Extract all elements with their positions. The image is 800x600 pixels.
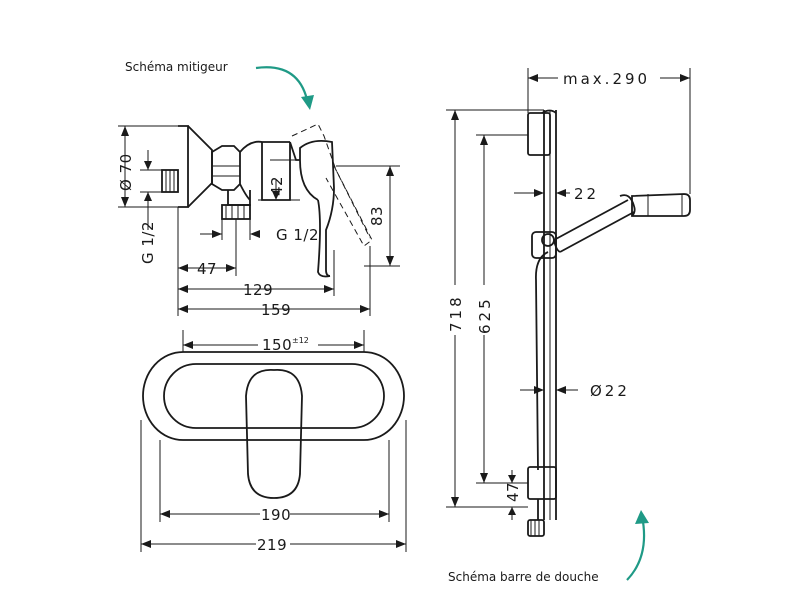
mixer-front-dimensions [140, 330, 407, 552]
dim-depth-129: 129 [243, 281, 273, 299]
teal-arrow-icon-bottom [626, 510, 649, 581]
dim-centers-150: 150 [262, 336, 292, 354]
dim-height-42: 42 [268, 176, 286, 196]
dim-thread-outlet: G 1/2 [276, 226, 319, 244]
dim-width-190: 190 [261, 506, 291, 524]
dim-height-83: 83 [368, 206, 386, 226]
mixer-front-view [142, 351, 405, 499]
dim-total-height-718: 718 [447, 294, 465, 332]
dim-rail-height-625: 625 [476, 296, 494, 334]
dim-max-reach: max.290 [563, 70, 650, 88]
mixer-side-dimensions [118, 125, 400, 316]
dim-thread-inlet: G 1/2 [139, 221, 157, 264]
shower-bar [527, 109, 691, 537]
dim-depth-159: 159 [261, 301, 291, 319]
dim-diameter-70: Ø 70 [117, 153, 135, 191]
dim-depth-47: 47 [197, 260, 217, 278]
dim-width-219: 219 [257, 536, 287, 554]
shower-bar-schema-label: Schéma barre de douche [448, 570, 599, 584]
dim-centers-tolerance: ±12 [292, 336, 309, 345]
shower-bar-dimensions [446, 68, 691, 520]
dim-bottom-offset-47: 47 [504, 482, 522, 502]
mixer-schema-label: Schéma mitigeur [125, 60, 228, 74]
dim-bar-offset-22: 22 [574, 185, 599, 203]
dim-bar-diameter: Ø22 [590, 382, 630, 400]
teal-arrow-icon-top [255, 66, 314, 110]
